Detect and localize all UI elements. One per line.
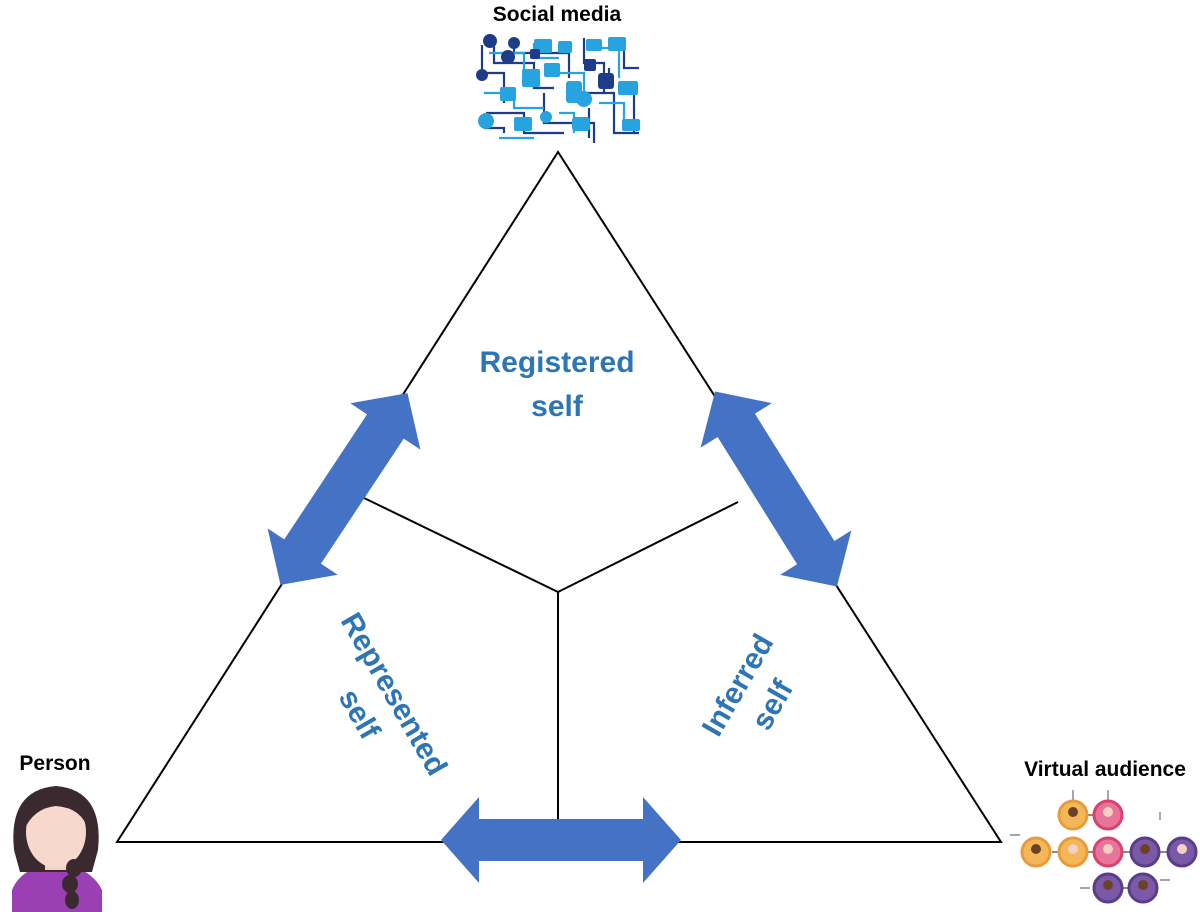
divider-left [361,496,559,593]
label-person: Person [19,752,90,775]
virtual-audience-network-icon [1010,790,1198,904]
arrow-social-audience [700,391,852,587]
region-registered-line1: Registered [479,346,634,379]
arrow-person-audience [441,797,681,883]
region-registered-line2: self [531,390,584,423]
divider-right [557,501,739,593]
person-avatar-icon [12,786,102,912]
label-social-media: Social media [493,3,622,26]
label-virtual-audience: Virtual audience [1024,758,1186,781]
social-media-network-icon [476,34,640,143]
arrow-person-social [267,393,421,585]
